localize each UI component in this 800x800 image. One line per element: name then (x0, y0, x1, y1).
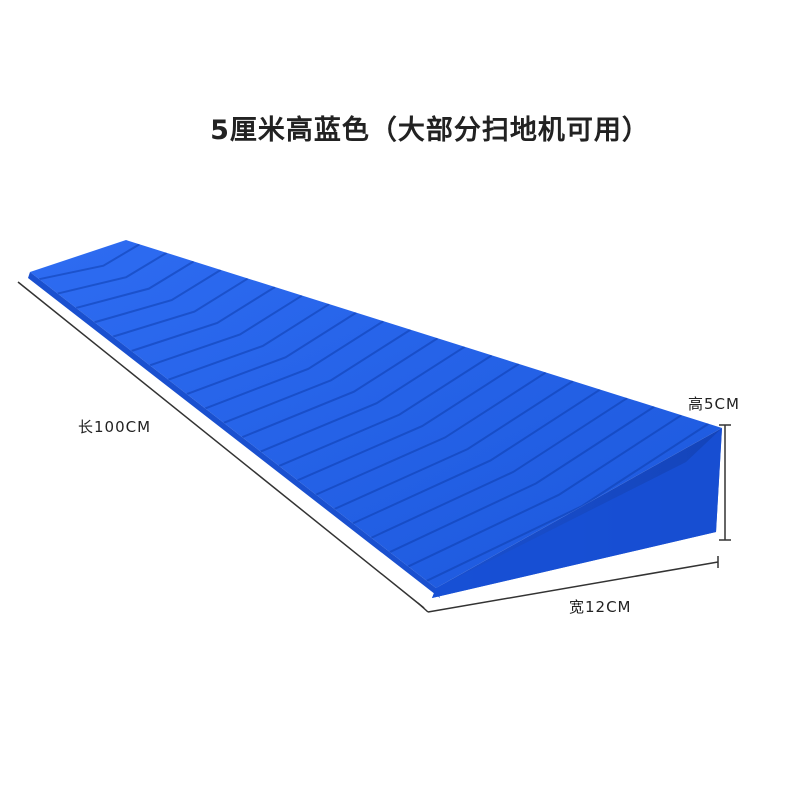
chevron-groove (426, 422, 709, 582)
chevron-groove (389, 405, 655, 553)
length-dimension-line (17, 281, 425, 609)
chevron-groove (260, 345, 466, 453)
length-tick-bottom (417, 602, 429, 613)
chevron-groove (370, 397, 628, 539)
chevron-groove (297, 363, 520, 482)
product-title: 5厘米高蓝色（大部分扫地机可用） (210, 115, 650, 146)
width-label: 宽12CM (569, 598, 632, 616)
chevron-groove (204, 320, 384, 410)
ramp-end-slope (432, 428, 722, 598)
chevron-groove (278, 354, 493, 467)
chevron-groove (39, 243, 141, 281)
chevron-groove (241, 337, 439, 439)
chevron-pattern (39, 243, 709, 582)
chevron-groove (112, 277, 249, 338)
chevron-groove (168, 303, 330, 381)
chevron-groove (149, 294, 303, 367)
chevron-groove (407, 414, 682, 568)
chevron-groove (94, 269, 222, 324)
chevron-groove (334, 380, 574, 510)
chevron-groove (352, 388, 601, 525)
ramp-front-edge (28, 272, 440, 598)
chevron-groove (315, 371, 547, 496)
chevron-groove (131, 286, 276, 352)
chevron-groove (57, 251, 168, 295)
height-label: 高5CM (688, 395, 740, 413)
chevron-groove (75, 260, 195, 309)
chevron-groove (186, 311, 357, 396)
length-label: 长100CM (78, 418, 152, 436)
chevron-groove (223, 328, 411, 424)
width-dimension-line (427, 561, 719, 613)
